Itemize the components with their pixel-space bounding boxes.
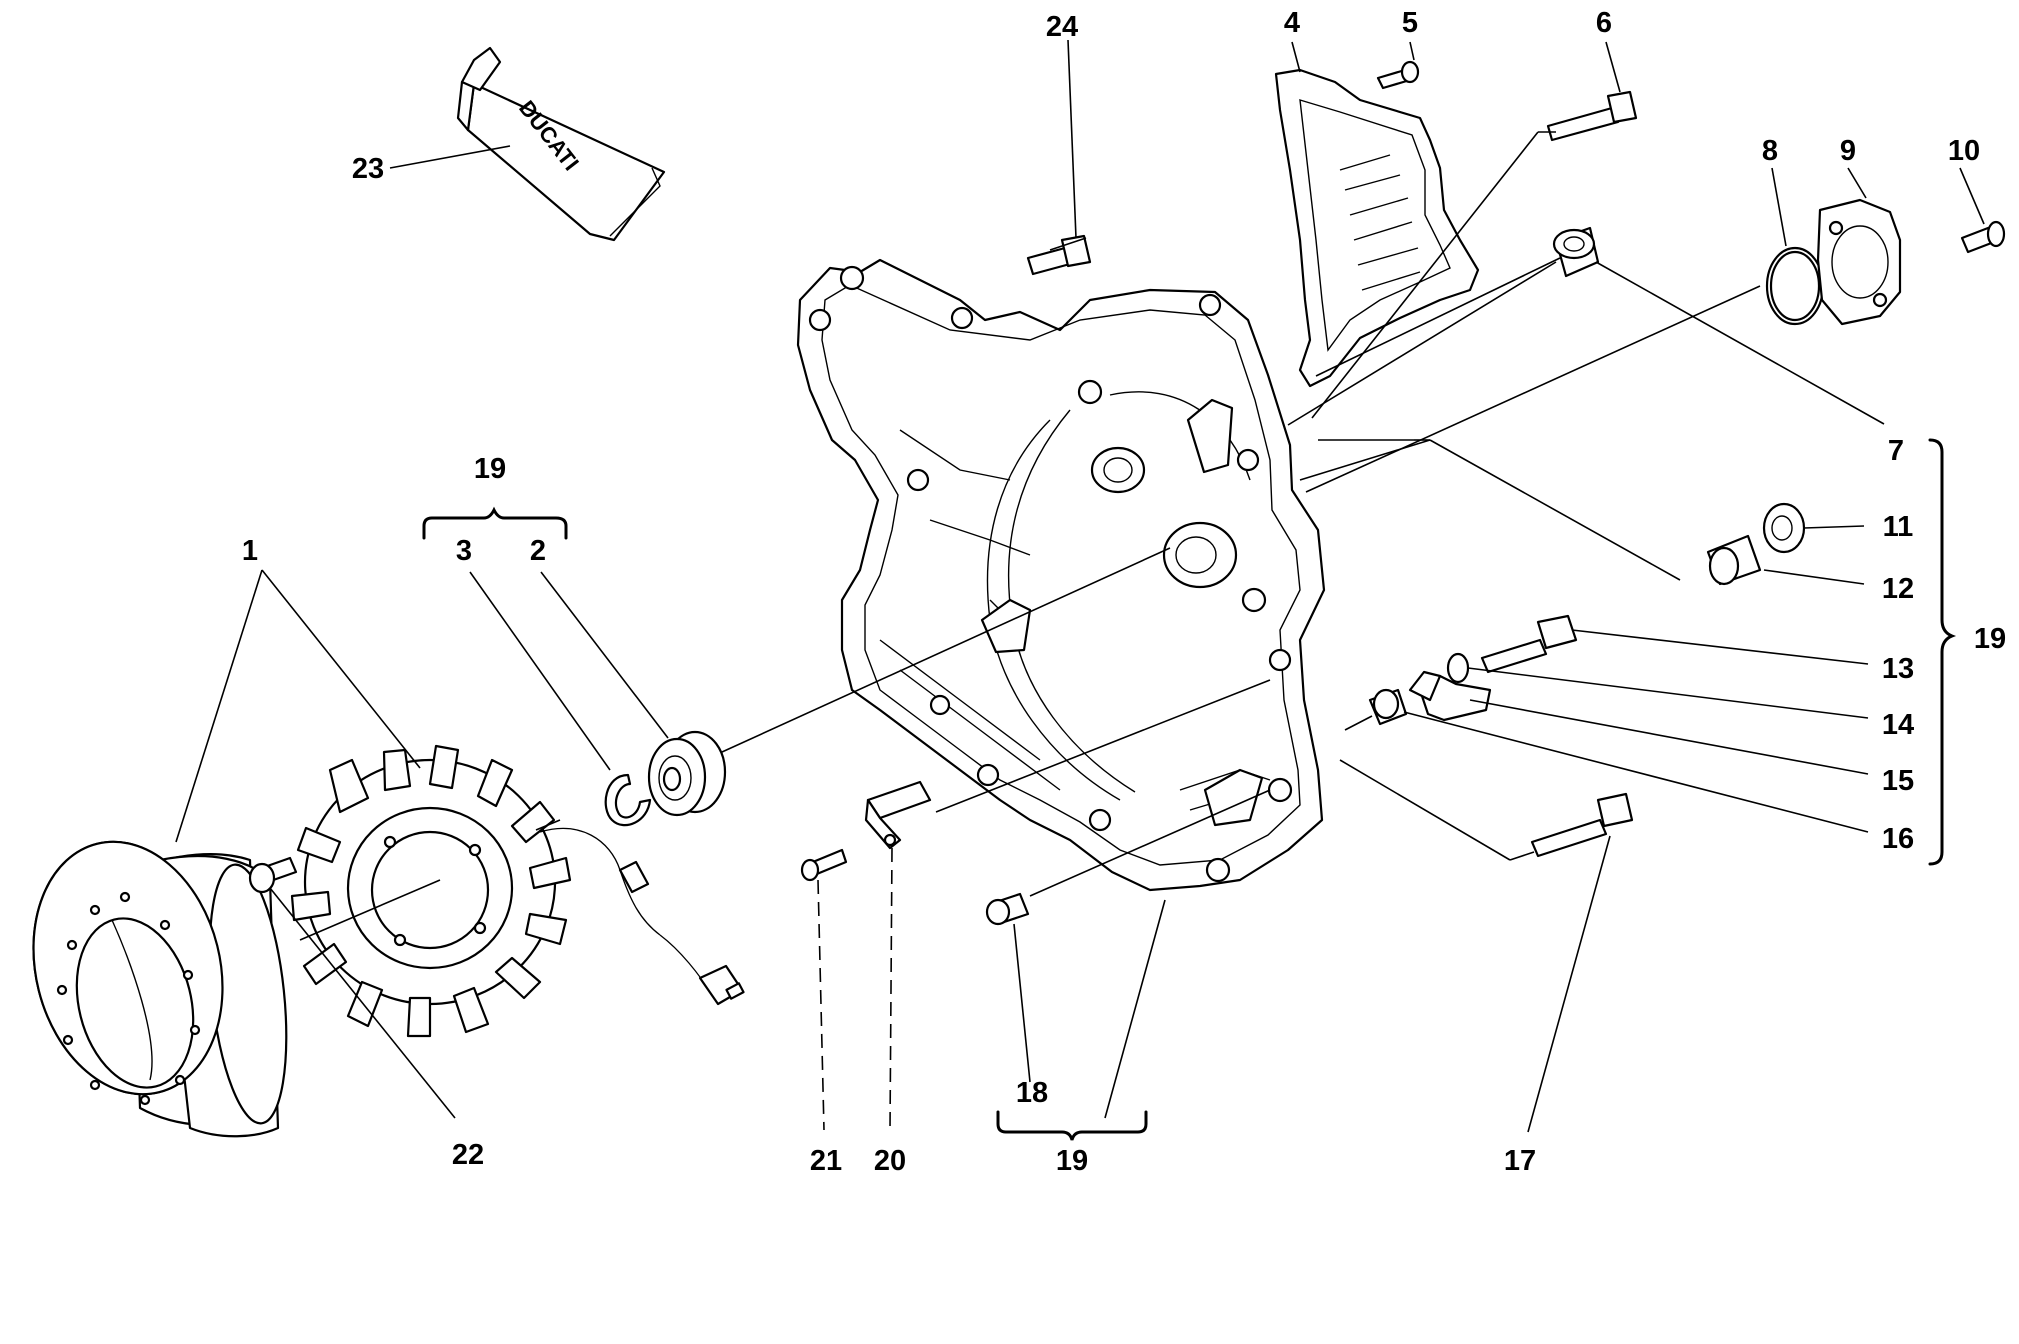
callout-14: 14 xyxy=(1882,709,1914,741)
callout-23: 23 xyxy=(352,153,384,185)
cable-clamp-20 xyxy=(864,780,932,850)
bolt-6 xyxy=(1546,90,1638,142)
bracket-15 xyxy=(1408,670,1492,722)
callout-7: 7 xyxy=(1888,435,1904,467)
cover-bolt-24 xyxy=(1026,234,1092,276)
callout-24: 24 xyxy=(1046,11,1078,43)
sealant-tube: DUCATI xyxy=(456,46,666,242)
generator-cover xyxy=(796,258,1326,892)
circlip xyxy=(604,773,652,827)
callout-16: 16 xyxy=(1882,823,1914,855)
guard-plate xyxy=(1274,68,1480,388)
screw-21 xyxy=(800,848,848,882)
brace-right xyxy=(1928,438,1957,866)
callout-17: 17 xyxy=(1504,1145,1536,1177)
callout-22: 22 xyxy=(452,1139,484,1171)
callout-19-right: 19 xyxy=(1974,623,2006,655)
spacer-16 xyxy=(1368,688,1408,726)
brace-top xyxy=(422,506,568,540)
callout-13: 13 xyxy=(1882,653,1914,685)
callout-9: 9 xyxy=(1840,135,1856,167)
bolt-13 xyxy=(1480,614,1578,674)
callout-4: 4 xyxy=(1284,7,1300,39)
bearing xyxy=(647,730,727,817)
brace-bottom xyxy=(996,1110,1148,1141)
rotor xyxy=(32,840,288,1138)
callout-12: 12 xyxy=(1882,573,1914,605)
callout-5: 5 xyxy=(1402,7,1418,39)
callout-19-top: 19 xyxy=(474,453,506,485)
callout-15: 15 xyxy=(1882,765,1914,797)
callout-11: 11 xyxy=(1883,511,1914,543)
bush-12 xyxy=(1706,534,1762,586)
screw-5 xyxy=(1376,60,1420,90)
bush-7 xyxy=(1552,226,1600,278)
seal-11 xyxy=(1762,502,1806,554)
screw-10 xyxy=(1960,220,2006,254)
braces xyxy=(422,438,1957,1141)
callout-3: 3 xyxy=(456,535,472,567)
callout-6: 6 xyxy=(1596,7,1612,39)
flange-plate xyxy=(1816,198,1902,326)
callouts: 1 2 3 4 5 6 7 8 9 10 11 12 13 14 15 16 1… xyxy=(242,7,2006,1177)
washer-14 xyxy=(1446,652,1470,684)
callout-8: 8 xyxy=(1762,135,1778,167)
callout-10: 10 xyxy=(1948,135,1980,167)
stator-screw xyxy=(248,856,298,894)
callout-19-bottom: 19 xyxy=(1056,1145,1088,1177)
callout-21: 21 xyxy=(810,1145,842,1177)
callout-2: 2 xyxy=(530,535,546,567)
leader-lines xyxy=(175,39,1985,1133)
dowel-18 xyxy=(985,892,1030,926)
callout-1: 1 xyxy=(242,535,258,567)
bolt-17 xyxy=(1530,792,1634,858)
o-ring xyxy=(1765,246,1825,326)
stator xyxy=(290,744,745,1038)
callout-20: 20 xyxy=(874,1145,906,1177)
callout-18: 18 xyxy=(1016,1077,1048,1109)
